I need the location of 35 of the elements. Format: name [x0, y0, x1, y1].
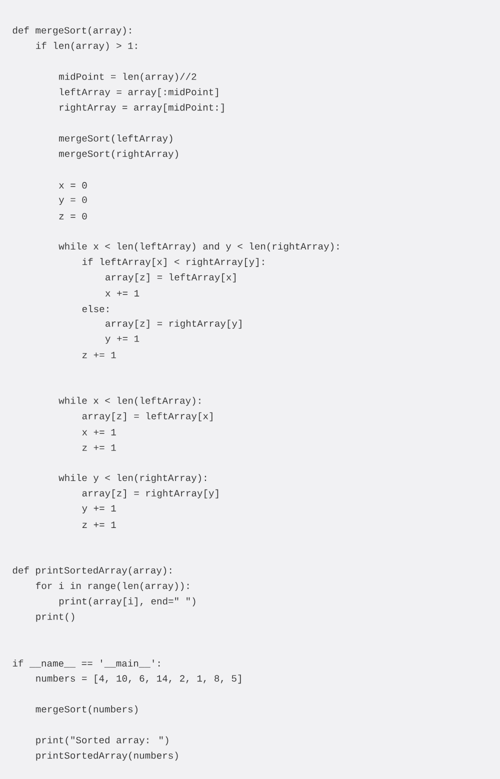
code-line: print() — [36, 612, 74, 622]
code-line: numbers = [4, 10, 6, 14, 2, 1, 8, 5] — [36, 674, 241, 684]
code-line: z = 0 — [59, 212, 87, 220]
code-line: def printSortedArray(array): — [12, 566, 172, 576]
code-line: print(array[i], end=" ") — [59, 597, 196, 606]
code-line: array[z] = leftArray[x] — [106, 273, 236, 282]
code-line: x += 1 — [105, 290, 140, 296]
code-line: y += 1 — [105, 335, 140, 344]
code-line: if len(array) > 1: — [36, 42, 137, 51]
code-line: z += 1 — [82, 522, 116, 528]
code-line: array[z] = rightArray[y] — [82, 489, 218, 498]
code-line: print("Sorted array: ") — [36, 736, 168, 746]
code-line: midPoint = len(array)//2 — [59, 72, 196, 82]
code-line: leftArray = array[:midPoint] — [60, 88, 218, 98]
code-line: y += 1 — [82, 505, 116, 514]
code-line: else: — [82, 305, 108, 312]
code-line: array[z] = rightArray[y] — [106, 320, 242, 329]
code-line: mergeSort(rightArray) — [59, 150, 178, 159]
code-line: for i in range(len(array)): — [36, 582, 189, 591]
code-line: y = 0 — [58, 196, 87, 205]
code-line: while x < len(leftArray): — [58, 396, 200, 406]
code-line: if __name__ == '__main__': — [12, 660, 160, 668]
code-line: while x < len(leftArray) and y < len(rightArray): — [58, 242, 338, 252]
code-line: def mergeSort(array): — [12, 26, 131, 36]
code-line: x += 1 — [82, 429, 116, 436]
code-line: array[z] = leftArray[x] — [82, 412, 212, 422]
code-line: printSortedArray(numbers) — [36, 752, 178, 761]
code-line: while y < len(rightArray): — [58, 474, 206, 483]
code-line: x = 0 — [59, 182, 87, 189]
code-line: mergeSort(numbers) — [36, 705, 138, 714]
code-line: if leftArray[x] < rightArray[y]: — [82, 258, 264, 267]
code-line: z += 1 — [82, 444, 116, 451]
code-line: mergeSort(leftArray) — [59, 134, 172, 144]
code-line: rightArray = array[midPoint:] — [60, 104, 224, 113]
code-line: z += 1 — [82, 352, 116, 358]
